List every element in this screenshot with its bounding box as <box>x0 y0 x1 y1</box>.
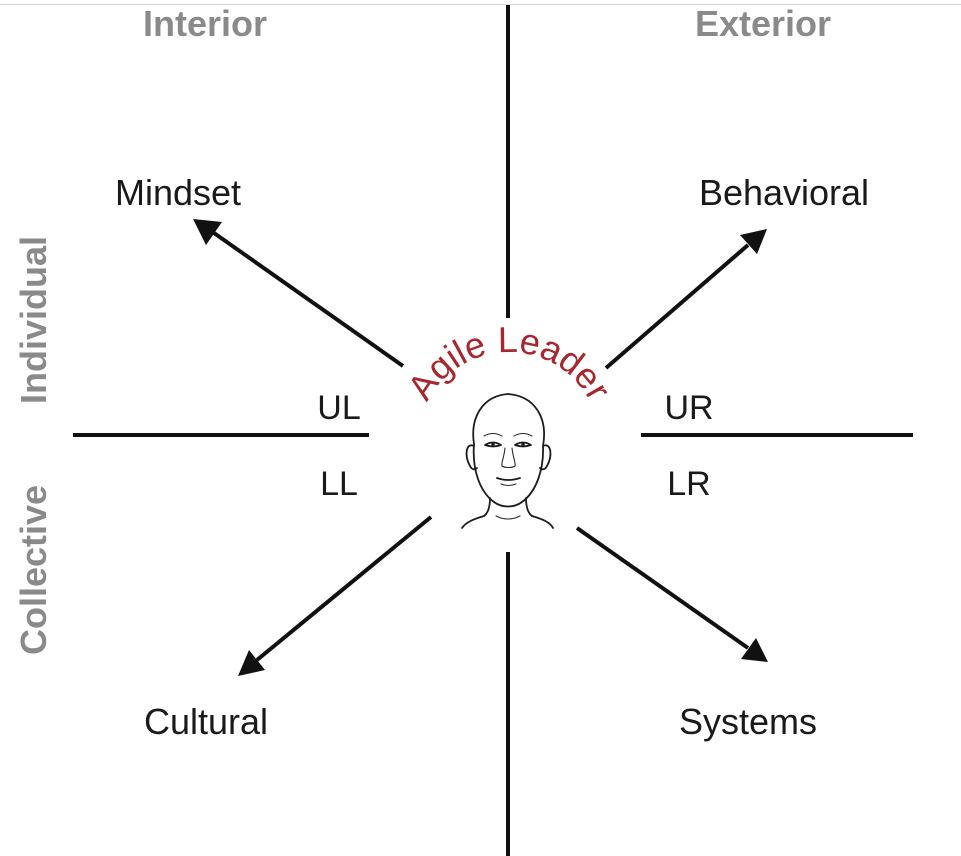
endpoint-mindset: Mindset <box>115 172 241 213</box>
quadrant-code-ur: UR <box>664 389 713 427</box>
row-title-individual: Individual <box>13 236 54 404</box>
column-title-interior: Interior <box>143 3 267 44</box>
endpoint-cultural: Cultural <box>144 701 268 742</box>
quadrant-code-ll: LL <box>320 465 358 503</box>
quadrant-code-ul: UL <box>317 389 360 427</box>
quadrant-code-lr: LR <box>667 465 710 503</box>
column-title-exterior: Exterior <box>695 3 831 44</box>
top-border <box>0 4 961 5</box>
head-portrait-icon <box>461 393 554 529</box>
row-title-collective: Collective <box>13 485 54 655</box>
arrow-behavioral <box>604 229 767 370</box>
endpoint-systems: Systems <box>679 701 817 742</box>
arrow-mindset <box>193 219 405 368</box>
endpoint-behavioral: Behavioral <box>699 172 869 213</box>
arrow-cultural <box>238 515 433 676</box>
arrow-systems <box>575 526 768 662</box>
